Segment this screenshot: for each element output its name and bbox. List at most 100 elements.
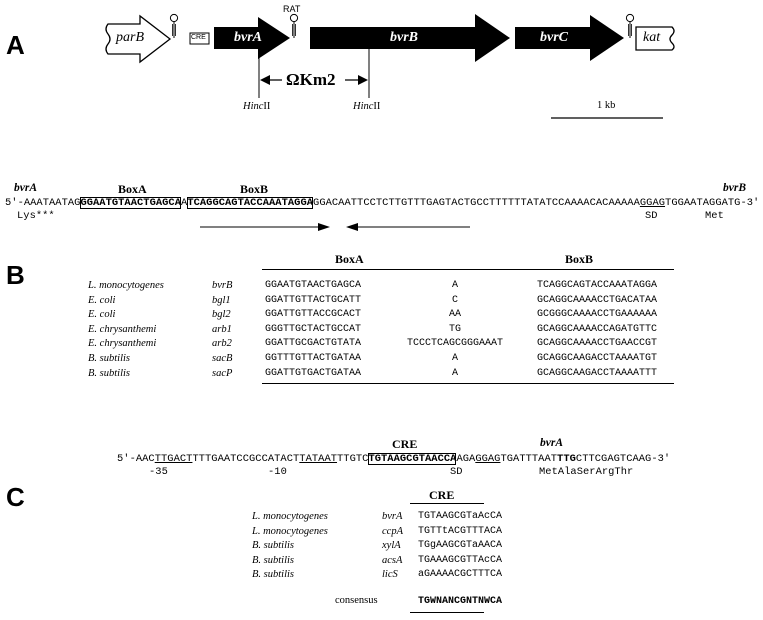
panel-b-gene: arb1 [212, 323, 232, 335]
rat-label: RAT [283, 4, 301, 14]
bvra-arrow [214, 17, 290, 59]
panel-c-seq: TGgAAGCGTaAACA [418, 540, 503, 551]
panel-c-letter: C [6, 482, 25, 512]
bvr-sequence-line: 5'-AAATAATAGGGAATGTAACTGAGCAATCAGGCAGTAC… [5, 197, 759, 209]
panel-b-box-a: GGATTGCGACTGTATA [265, 338, 362, 350]
panel-b-box-a: GGTTTGTTACTGATAA [265, 353, 362, 364]
panel-c-seq: TGTTtACGTTTACA [418, 525, 503, 537]
panel-b-gene: sacB [212, 353, 233, 364]
omega-arrow-right-head [358, 75, 368, 85]
panel-b-box-a: GGATTGTTACTGCATT [265, 294, 362, 306]
panel-b-organism: E. coli [88, 309, 116, 321]
panel-b-box-a: GGGTTGCTACTGCCAT [265, 323, 362, 335]
panel-b-organism: E. chrysanthemi [88, 338, 157, 350]
bvra-label: bvrA [234, 30, 262, 45]
seq-middle: GGACAATTCCTCTTGTTTGAGTACTGCCTTTTTTATATCC… [313, 197, 640, 209]
panel-c-header: CRE [429, 488, 455, 502]
box-a-label: BoxA [118, 182, 147, 196]
panel-b-organism: L. monocytogenes [88, 280, 164, 291]
bvrc-arrow [515, 15, 624, 61]
seq-between: A [181, 197, 188, 209]
bvrc-label: bvrC [540, 30, 568, 45]
panel-b-box-b: GCAGGCAAGACCTAAAATGT [537, 353, 658, 364]
panel-a-letter: A [6, 30, 25, 60]
panel-b-spacer: TCCCTCAGCGGGAAAT [407, 338, 504, 350]
scale-label: 1 kb [597, 100, 616, 111]
bvrb-label: bvrB [390, 30, 418, 45]
panel-b-box-b: TCAGGCAGTACCAAATAGGA [537, 280, 658, 291]
panel-b-box-b: GCAGGCAAGACCTAAAATTT [537, 367, 658, 379]
consensus-label: consensus [335, 595, 378, 606]
seq-suffix: TGGAATAGGATG-3' [665, 197, 760, 209]
omega-arrow-left-head [260, 75, 270, 85]
panel-b-box-a: GGATTGTGACTGATAA [265, 367, 362, 379]
panel-c-organism: L. monocytogenes [252, 511, 328, 522]
panel-b-spacer: A [452, 280, 459, 291]
panel-c-seq: TGAAAGCGTTAcCA [418, 554, 503, 566]
panel-c-gene: bvrA [382, 511, 403, 522]
seq-prefix: 5'-AAATAATAG [5, 197, 81, 209]
hinc-right-label: HincII [353, 101, 381, 112]
cre-seq-s1: 5'-AAC [117, 453, 155, 465]
panel-b-spacer: TG [449, 323, 462, 335]
cre-seq-s6: CTTCGAGTCAAG-3' [575, 453, 671, 465]
panel-c-gene: acsA [382, 554, 403, 566]
terminator-bvrc [625, 13, 635, 38]
cre-minus10-label: -10 [268, 466, 287, 478]
seq-gene-right: bvrB [723, 182, 746, 194]
panel-b-gene: arb2 [212, 338, 232, 350]
cre-seq-s2: TTTGAATCCGCCATACT [192, 453, 300, 465]
cre-seq-cre: TGTAAGCGTAACCA [368, 453, 457, 465]
panel-b-box-a: GGAATGTAACTGAGCA [265, 280, 362, 291]
omega-km2-label: ΩKm2 [286, 70, 336, 89]
parb-label: parB [116, 30, 144, 45]
cre-label: CRE [392, 437, 418, 451]
panel-b-organism: B. subtilis [88, 367, 131, 379]
panel-b-spacer: C [452, 294, 459, 306]
panel-b-letter: B [6, 260, 25, 290]
cre-seq-minus10: TATAAT [299, 453, 338, 465]
panel-c-gene: ccpA [382, 525, 403, 537]
seq-sd-label: SD [645, 210, 658, 222]
panel-b-spacer: A [452, 353, 459, 364]
panel-b-gene: bgl1 [212, 294, 231, 306]
panel-c-organism: B. subtilis [252, 540, 295, 551]
cre-seq-minus35: TTGACT [154, 453, 193, 465]
panel-b-box-b: GCGGGCAAAACCTGAAAAAA [537, 309, 658, 321]
kat-label: kat [643, 30, 661, 45]
cre-box [189, 32, 210, 45]
panel-c-organism: L. monocytogenes [252, 525, 328, 537]
panel-c-seq: aGAAAACGCTTTCA [418, 569, 503, 580]
panel-b-bottom-rule [262, 383, 674, 384]
seq-lys: Lys*** [17, 210, 55, 222]
box-b-label: BoxB [240, 182, 269, 196]
parb-arrow [105, 14, 172, 64]
cre-gene-label: bvrA [540, 437, 563, 449]
terminator-parb [169, 13, 179, 38]
cre-seq-s3: TTGTC [337, 453, 369, 465]
cre-seq-s4: AGA [456, 453, 476, 465]
seq-gene-left: bvrA [14, 182, 37, 194]
panel-c-seq: TGTAAGCGTaAcCA [418, 511, 503, 522]
seq-box-a: GGAATGTAACTGAGCA [80, 197, 182, 209]
seq-sd: GGAG [639, 197, 666, 209]
panel-c-gene: xylA [382, 540, 401, 551]
panel-b-organism: E. coli [88, 294, 116, 306]
cre-box-label: CRE [191, 34, 206, 41]
cre-seq-sd: GGAG [475, 453, 501, 465]
cre-sequence-line: 5'-AACTTGACTTTTGAATCCGCCATACTTATAATTTGTC… [117, 453, 670, 465]
consensus-seq: TGWNANCGNTNWCA [418, 596, 503, 607]
gene-map [105, 13, 675, 119]
panel-b-col-box-b: BoxB [565, 252, 594, 266]
panel-b-spacer: A [452, 367, 459, 379]
panel-b-spacer: AA [449, 309, 462, 321]
inverted-repeat-arrows [200, 223, 470, 231]
panel-b-gene: sacP [212, 367, 233, 379]
panel-c-organism: B. subtilis [252, 569, 295, 580]
panel-c-top-rule [410, 503, 484, 504]
panel-b-box-a: GGATTGTTACCGCACT [265, 309, 362, 321]
panel-c-organism: B. subtilis [252, 554, 295, 566]
panel-b-box-b: GCAGGCAAAACCTGACATAA [537, 294, 658, 306]
panel-c-gene: licS [382, 569, 398, 580]
panel-b-box-b: GCAGGCAAAACCAGATGTTC [537, 323, 658, 335]
